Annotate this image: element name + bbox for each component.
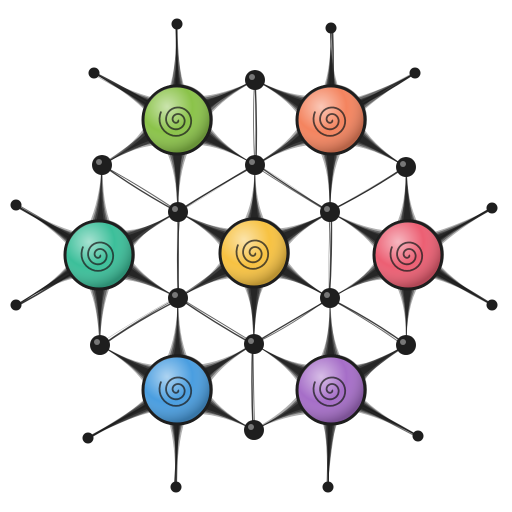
outer-node-icon (171, 482, 182, 493)
colored-spheres (65, 85, 443, 424)
node-highlight (400, 339, 406, 345)
node-icon (168, 288, 188, 308)
outer-node-icon (83, 433, 94, 444)
bond-line (179, 164, 256, 212)
outer-node-icon (326, 23, 337, 34)
sphere-shading (375, 222, 441, 288)
sphere-yellow (220, 218, 289, 287)
node-icon (244, 334, 264, 354)
bond-line (99, 297, 177, 344)
outer-node-icon (487, 203, 498, 214)
node-highlight (248, 338, 254, 344)
outer-node-icon (11, 200, 22, 211)
outer-node-icon (413, 431, 424, 442)
spike-bond (432, 268, 492, 305)
node-highlight (94, 339, 100, 345)
outer-node-icon (323, 482, 334, 493)
outer-node-icon (487, 300, 498, 311)
outer-node-icon (89, 68, 100, 79)
bond-line (256, 164, 329, 211)
sphere-purple (297, 355, 366, 424)
node-icon (245, 155, 265, 175)
bond-line (101, 299, 179, 346)
node-highlight (172, 292, 178, 298)
outer-node-icon (410, 68, 421, 79)
node-highlight (96, 159, 102, 165)
sphere-red (374, 220, 443, 289)
sphere-green (143, 85, 212, 154)
sphere-blue (143, 355, 212, 424)
node-highlight (172, 206, 178, 212)
sphere-teal (65, 220, 134, 289)
node-icon (320, 202, 340, 222)
node-icon (92, 155, 112, 175)
node-highlight (324, 206, 330, 212)
sphere-orange (297, 85, 366, 154)
bond-line (329, 298, 405, 346)
outer-node-icon (11, 300, 22, 311)
node-highlight (248, 424, 254, 430)
outer-node-icon (172, 19, 183, 30)
sphere-shading (144, 357, 210, 423)
spike-bond (16, 205, 75, 242)
node-icon (244, 420, 264, 440)
bond-line (101, 164, 177, 211)
node-icon (396, 335, 416, 355)
node-highlight (249, 74, 255, 80)
bond-line (254, 81, 255, 166)
sphere-shading (66, 222, 132, 288)
node-icon (168, 202, 188, 222)
node-highlight (249, 159, 255, 165)
node-icon (245, 70, 265, 90)
sphere-shading (298, 357, 364, 423)
node-highlight (400, 161, 406, 167)
spike-bond (16, 268, 75, 305)
node-icon (320, 288, 340, 308)
sphere-shading (144, 87, 210, 153)
node-icon (90, 335, 110, 355)
sphere-shading (298, 87, 364, 153)
spike-bond (356, 401, 418, 436)
node-highlight (324, 292, 330, 298)
node-icon (396, 157, 416, 177)
sphere-shading (221, 220, 287, 286)
